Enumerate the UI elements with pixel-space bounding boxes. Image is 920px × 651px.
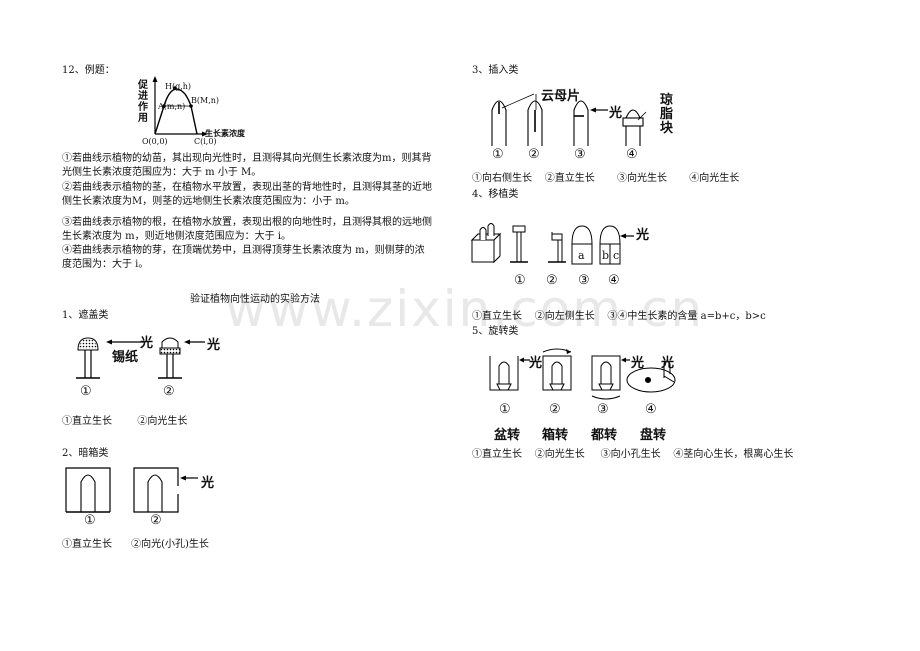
section-title: 验证植物向性运动的实验方法 bbox=[190, 294, 320, 305]
paragraph-2: ②若曲线表示植物的茎，在植物水平放置，表现出茎的背地性时，且测得其茎的近地侧生长… bbox=[62, 182, 432, 207]
s5-light-label-1: 光 bbox=[529, 356, 543, 371]
s4-num-2: ② bbox=[546, 273, 558, 288]
growth-curve-graph bbox=[152, 76, 208, 137]
s3-num-3: ③ bbox=[574, 147, 586, 162]
s2-light-label: 光 bbox=[201, 476, 215, 491]
s4-block-c: c bbox=[613, 249, 620, 262]
s3-num-4: ④ bbox=[626, 147, 638, 162]
s3-agar-char-1: 琼 bbox=[660, 93, 674, 108]
graph-xlabel: 生长素浓度 bbox=[205, 128, 245, 138]
s3-mica-label: 云母片 bbox=[541, 89, 581, 104]
graph-point-h: H(g,h) bbox=[165, 82, 192, 91]
s3-num-2: ② bbox=[528, 147, 540, 162]
s5-num-4: ④ bbox=[645, 402, 657, 417]
s4-diagram bbox=[470, 223, 634, 265]
graph-ylabel: 促进作用 bbox=[138, 80, 148, 124]
graph-point-b: B(M,n) bbox=[191, 96, 220, 105]
s5-light-label-3: 光 bbox=[661, 356, 675, 371]
s5-num-3: ③ bbox=[597, 402, 609, 417]
s4-num-4: ④ bbox=[608, 273, 620, 288]
s5-label-4: 盘转 bbox=[640, 428, 667, 443]
s5-light-label-2: 光 bbox=[631, 356, 645, 371]
s1-num-2: ② bbox=[163, 384, 175, 399]
s4-num-3: ③ bbox=[578, 273, 590, 288]
s1-light-label: 光 bbox=[140, 336, 154, 351]
s2-caption: ①直立生长 ②向光(小孔)生长 bbox=[62, 539, 209, 550]
s3-title: 3、插入类 bbox=[472, 65, 519, 76]
s1-diagram bbox=[76, 337, 205, 379]
s3-num-1: ① bbox=[492, 147, 504, 162]
s1-light2-label: 光 bbox=[207, 338, 221, 353]
s3-agar-char-2: 脂 bbox=[660, 107, 674, 122]
example-title: 12、例题： bbox=[62, 65, 115, 76]
graph-point-a: A(m,n) bbox=[158, 102, 186, 111]
s5-num-2: ② bbox=[549, 402, 561, 417]
s2-title: 2、暗箱类 bbox=[62, 448, 109, 459]
s5-caption: ①直立生长 ②向光生长 ③向小孔生长 ④茎向心生长，根离心生长 bbox=[472, 449, 794, 460]
s2-num-2: ② bbox=[150, 513, 162, 528]
s5-label-3: 都转 bbox=[591, 428, 618, 443]
graph-point-c: C(i,0) bbox=[194, 137, 217, 146]
s3-agar-label: 琼 脂 块 bbox=[660, 94, 673, 136]
s1-title: 1、遮盖类 bbox=[62, 310, 109, 321]
s4-num-1: ① bbox=[514, 273, 526, 288]
s4-title: 4、移植类 bbox=[472, 189, 519, 200]
s4-caption: ①直立生长 ②向左侧生长 ③④中生长素的含量 a=b+c，b>c bbox=[472, 311, 766, 322]
s4-block-a: a bbox=[578, 249, 585, 262]
s5-num-1: ① bbox=[499, 402, 511, 417]
paragraph-3: ③若曲线表示植物的根，在植物水放置，表现出根的向地性时，且测得其根的远地侧生长素… bbox=[62, 217, 432, 242]
s4-block-b: b bbox=[602, 249, 610, 262]
s3-caption: ①向右侧生长 ②直立生长 ③向光生长 ④向光生长 bbox=[472, 173, 740, 184]
s2-num-1: ① bbox=[84, 513, 96, 528]
s3-diagram bbox=[491, 93, 647, 146]
s5-title: 5、旋转类 bbox=[472, 326, 519, 337]
paragraph-4: ④若曲线表示植物的芽，在顶端优势中，且测得顶芽生长素浓度为 m，则侧芽的浓度范围… bbox=[62, 245, 425, 270]
s5-label-1: 盆转 bbox=[494, 428, 521, 443]
paragraph-1: ①若曲线示植物的幼苗，其出现向光性时，且测得其向光侧生长素浓度为m，则其背光侧生… bbox=[62, 153, 432, 178]
s1-foil-label: 锡纸 bbox=[112, 350, 139, 365]
s3-light-label: 光 bbox=[609, 106, 623, 121]
s4-light-label: 光 bbox=[636, 228, 650, 243]
watermark: www.zixin.com.cn bbox=[225, 280, 705, 338]
s1-caption: ①直立生长 ②向光生长 bbox=[62, 416, 188, 427]
s1-num-1: ① bbox=[80, 384, 92, 399]
s5-label-2: 箱转 bbox=[542, 428, 569, 443]
s5-diagram bbox=[489, 348, 676, 400]
s2-diagram bbox=[65, 467, 198, 513]
graph-point-o: O(0,0) bbox=[142, 137, 168, 146]
s3-agar-char-3: 块 bbox=[660, 121, 674, 136]
